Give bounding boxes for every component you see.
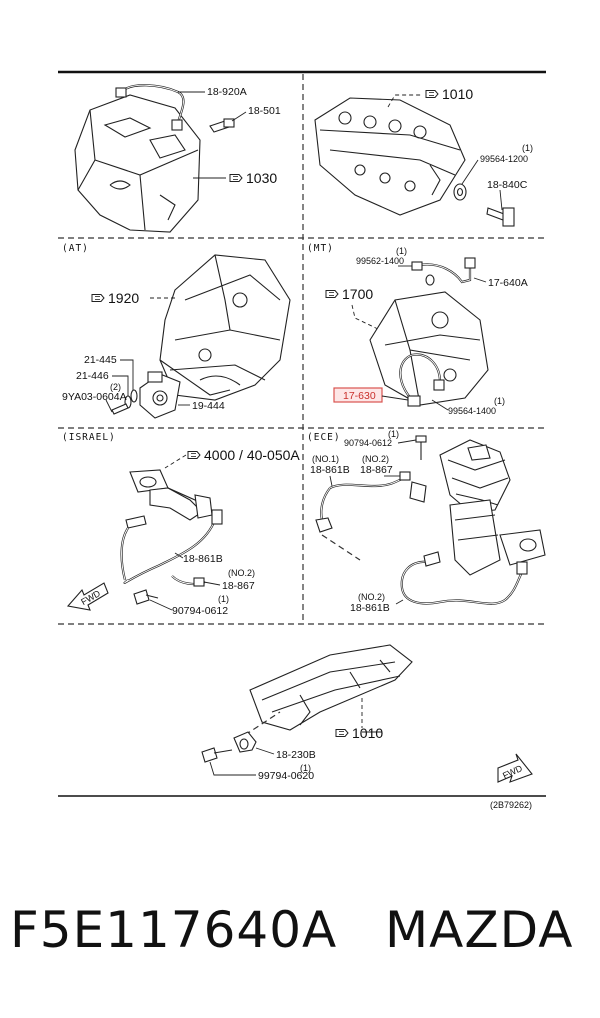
section-label-mt: (MT) (307, 243, 334, 254)
label-19-444: 19-444 (192, 400, 225, 412)
section-label-at: (AT) (62, 243, 89, 254)
bolt-90794-0612-israel (133, 589, 173, 611)
ref-arrow-icon (229, 174, 243, 182)
label-18-230B: 18-230B (276, 749, 316, 761)
qty-1: (1) (218, 594, 229, 604)
label-18-840C: 18-840C (487, 179, 528, 191)
parts-diagram: 18-920A 18-501 1030 1010 (1) 99564-1200 … (58, 70, 546, 810)
bolt-9YA03 (105, 399, 129, 415)
qty-1: (1) (396, 246, 407, 256)
label-4000: 4000 / 40-050A (204, 447, 300, 463)
label-99564-1200: 99564-1200 (480, 154, 528, 164)
ref-arrow-icon (335, 729, 349, 737)
sensor-18-861B-ece-no2 (395, 551, 528, 605)
exhaust-pipe-israel (129, 469, 213, 521)
label-17-640A: 17-640A (488, 277, 528, 289)
transmission-mt (369, 291, 489, 406)
label-18-861B-ece: 18-861B (310, 464, 350, 476)
sensor-17-640A (398, 257, 487, 286)
o-ring-21-445 (112, 359, 138, 409)
bolt-90794-0612-ece (397, 435, 427, 460)
sensor-17-630 (399, 353, 445, 407)
label-21-446: 21-446 (76, 370, 109, 382)
cylinder-head (314, 97, 466, 216)
qty-2: (2) (110, 382, 121, 392)
label-1010-top: 1010 (442, 86, 473, 102)
label-18-861B-ece-lower: 18-861B (350, 602, 390, 614)
engine-block-left (74, 94, 201, 233)
heat-shield (249, 644, 413, 731)
sensor-18-867-israel (171, 575, 221, 587)
ref-arrow-icon (325, 290, 339, 298)
section-label-ece: (ECE) (307, 432, 341, 443)
sensor-18-230B (233, 731, 275, 755)
part-number: F5E117640A (10, 901, 338, 959)
label-18-920A: 18-920A (207, 86, 247, 98)
label-99564-1400: 99564-1400 (448, 406, 496, 416)
no2-ece-lower: (NO.2) (358, 592, 385, 602)
no2-israel: (NO.2) (228, 568, 255, 578)
qty-1: (1) (300, 763, 311, 773)
qty-1: (1) (388, 429, 399, 439)
sensor-19-444 (139, 371, 190, 419)
highlighted-part-box[interactable] (333, 387, 383, 403)
brand-name: MAZDA (385, 901, 574, 959)
ref-arrow-icon (91, 294, 105, 302)
label-90794-0612-israel: 90794-0612 (172, 605, 228, 617)
gasket-99564-1200 (453, 159, 479, 201)
qty-1: (1) (494, 396, 505, 406)
fwd-arrow-icon: FWD (497, 753, 533, 783)
exhaust-manifold-ece (439, 439, 546, 576)
sensor-18-867-ece (384, 471, 427, 503)
label-9YA03-0604A: 9YA03-0604A (62, 391, 127, 403)
qty-1: (1) (522, 143, 533, 153)
label-21-445: 21-445 (84, 354, 117, 366)
label-18-867-ece: 18-867 (360, 464, 393, 476)
ref-arrow-icon (187, 451, 201, 459)
label-18-861B-israel: 18-861B (183, 553, 223, 565)
sensor-18-840C (486, 189, 515, 227)
label-18-501: 18-501 (248, 105, 281, 117)
ref-arrow-icon (425, 90, 439, 98)
sensor-18-861B-israel (120, 509, 223, 584)
label-1700: 1700 (342, 286, 373, 302)
bolt-99794-0620 (201, 747, 256, 776)
sensor-18-501 (209, 111, 247, 133)
sensor-18-861B-ece-no1 (315, 475, 411, 533)
label-18-867-israel: 18-867 (222, 580, 255, 592)
footer-caption: F5E117640A MAZDA (0, 900, 600, 980)
fwd-arrow-icon: FWD (66, 582, 109, 611)
label-17-630[interactable]: 17-630 (343, 390, 376, 402)
label-90794-0612-ece: 90794-0612 (344, 438, 392, 448)
label-1920: 1920 (108, 290, 139, 306)
transmission-at (159, 254, 291, 401)
label-1010-bottom: 1010 (352, 725, 383, 741)
diagram-code: (2B79262) (490, 800, 532, 810)
label-99794-0620: 99794-0620 (258, 770, 314, 782)
no1-ece: (NO.1) (312, 454, 339, 464)
section-label-israel: (ISRAEL) (62, 432, 116, 443)
label-1030: 1030 (246, 170, 277, 186)
sensor-18-920A (115, 84, 205, 131)
label-99562-1400: 99562-1400 (356, 256, 404, 266)
no2-ece: (NO.2) (362, 454, 389, 464)
